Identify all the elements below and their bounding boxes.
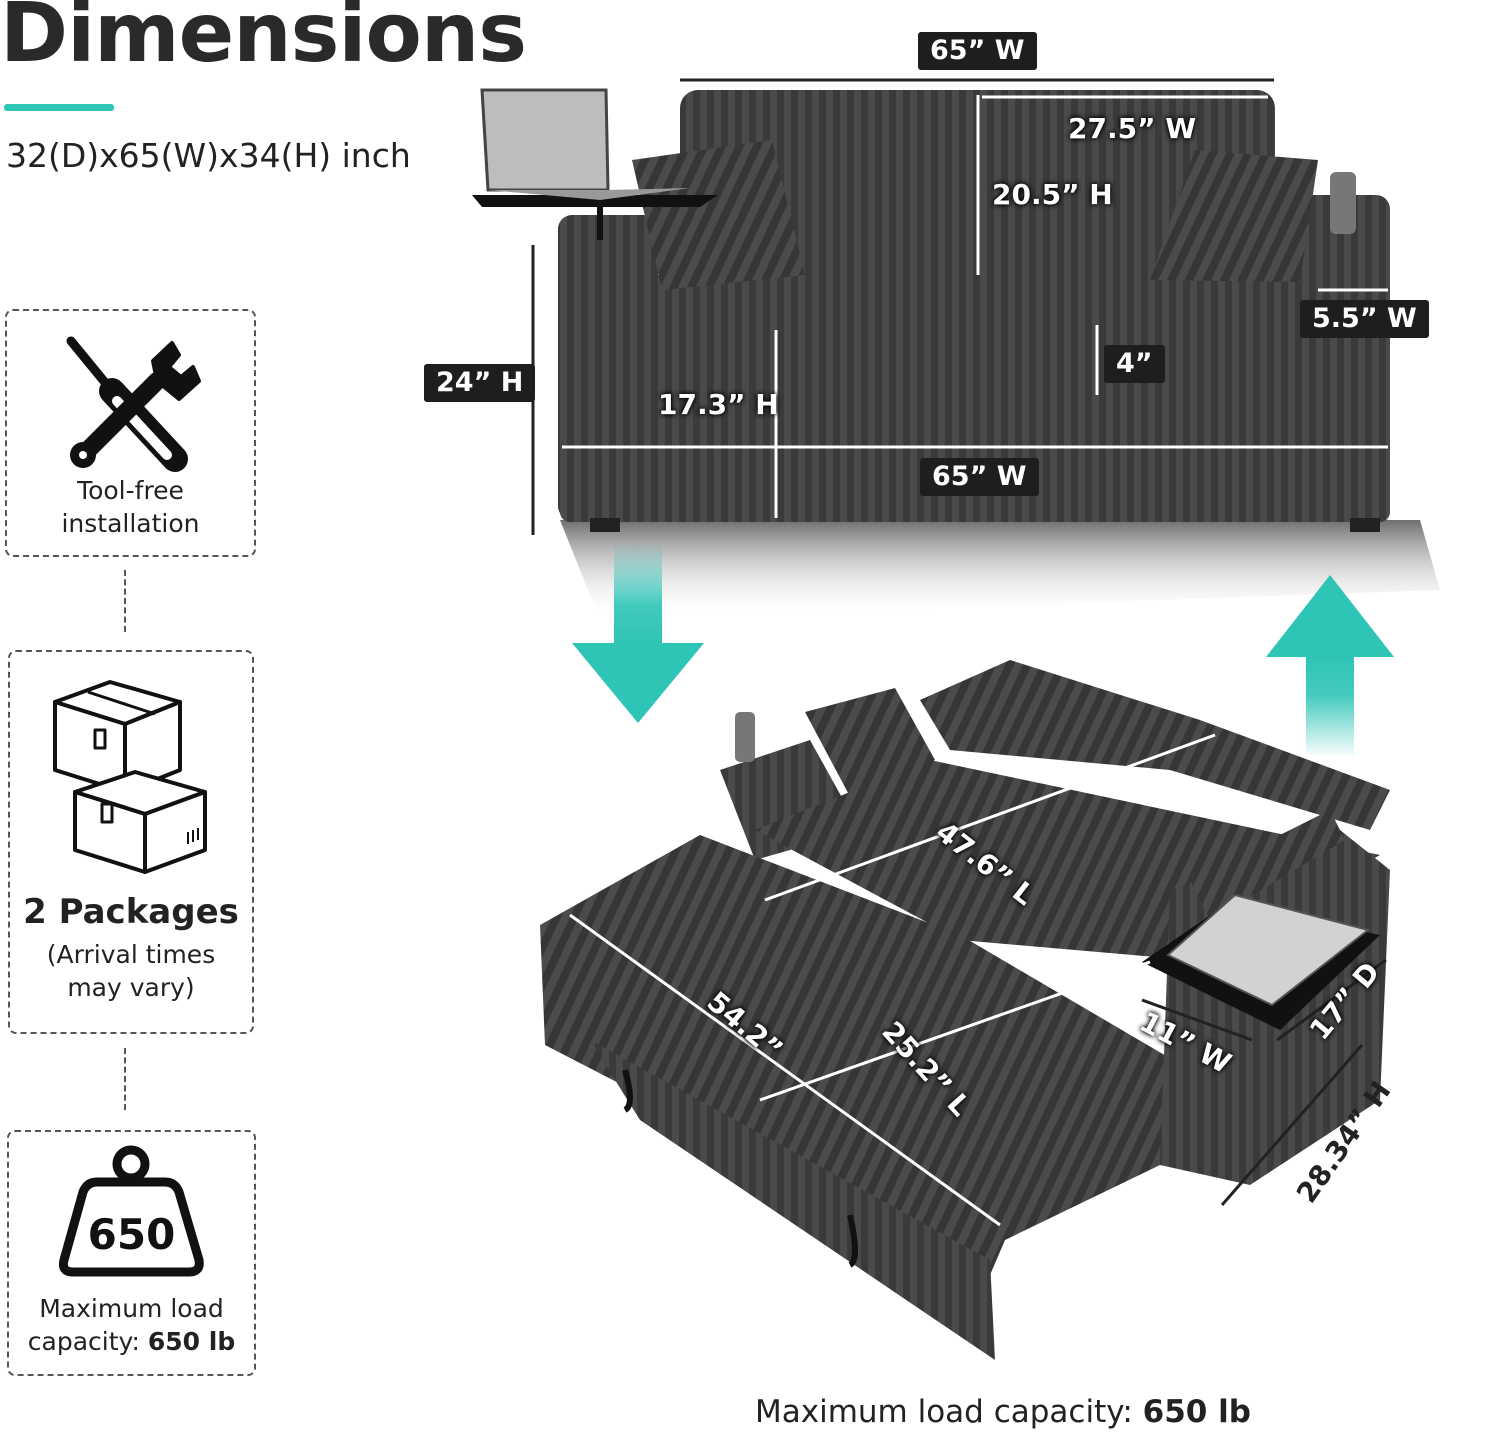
connector-dash	[124, 570, 126, 632]
armrest-width-tag: 5.5” W	[1300, 300, 1429, 338]
feature-label-line2: installation	[61, 509, 200, 538]
load-capacity-caption: Maximum load capacity: 650 lb	[755, 1394, 1251, 1430]
boxes-icon	[53, 680, 207, 874]
footer-label: Maximum load capacity:	[755, 1394, 1143, 1430]
connector-dash	[124, 1048, 126, 1110]
seat-cushion-thickness-tag: 4”	[1104, 345, 1165, 383]
load-label-line1: Maximum load	[39, 1294, 224, 1323]
weight-badge: 650	[87, 1210, 176, 1259]
weight-icon	[58, 1145, 204, 1277]
overall-height-tag: 24” H	[424, 364, 536, 402]
packages-headline: 2 Packages	[23, 892, 239, 932]
title-underline	[4, 104, 114, 111]
load-value: 650 lb	[147, 1327, 236, 1356]
feature-load-capacity: 650 Maximum load capacity: 650 lb	[7, 1130, 256, 1376]
footer-value: 650 lb	[1142, 1394, 1251, 1430]
fold-arrow-down	[572, 545, 704, 723]
packages-note-line1: (Arrival times	[46, 940, 216, 969]
feature-tool-free: Tool-free installation	[5, 309, 256, 557]
back-cushion-width-label: 27.5” W	[1068, 112, 1197, 145]
packages-note-line2: may vary)	[67, 973, 195, 1002]
feature-packages: 2 Packages (Arrival times may vary)	[8, 650, 254, 1034]
page-title: Dimensions	[0, 0, 527, 81]
overall-dimensions: 32(D)x65(W)x34(H) inch	[6, 136, 411, 175]
seat-width-tag: 65” W	[920, 458, 1039, 496]
feature-label-line1: Tool-free	[77, 476, 184, 505]
overall-width-tag: 65” W	[918, 32, 1037, 70]
load-label-line2: capacity:	[27, 1327, 148, 1356]
back-cushion-height-label: 20.5” H	[992, 178, 1113, 211]
sofa-bed-extended	[540, 660, 1390, 1360]
seat-height-label: 17.3” H	[658, 388, 779, 421]
wrench-screwdriver-icon	[66, 336, 201, 472]
fold-arrow-up	[1266, 575, 1394, 755]
